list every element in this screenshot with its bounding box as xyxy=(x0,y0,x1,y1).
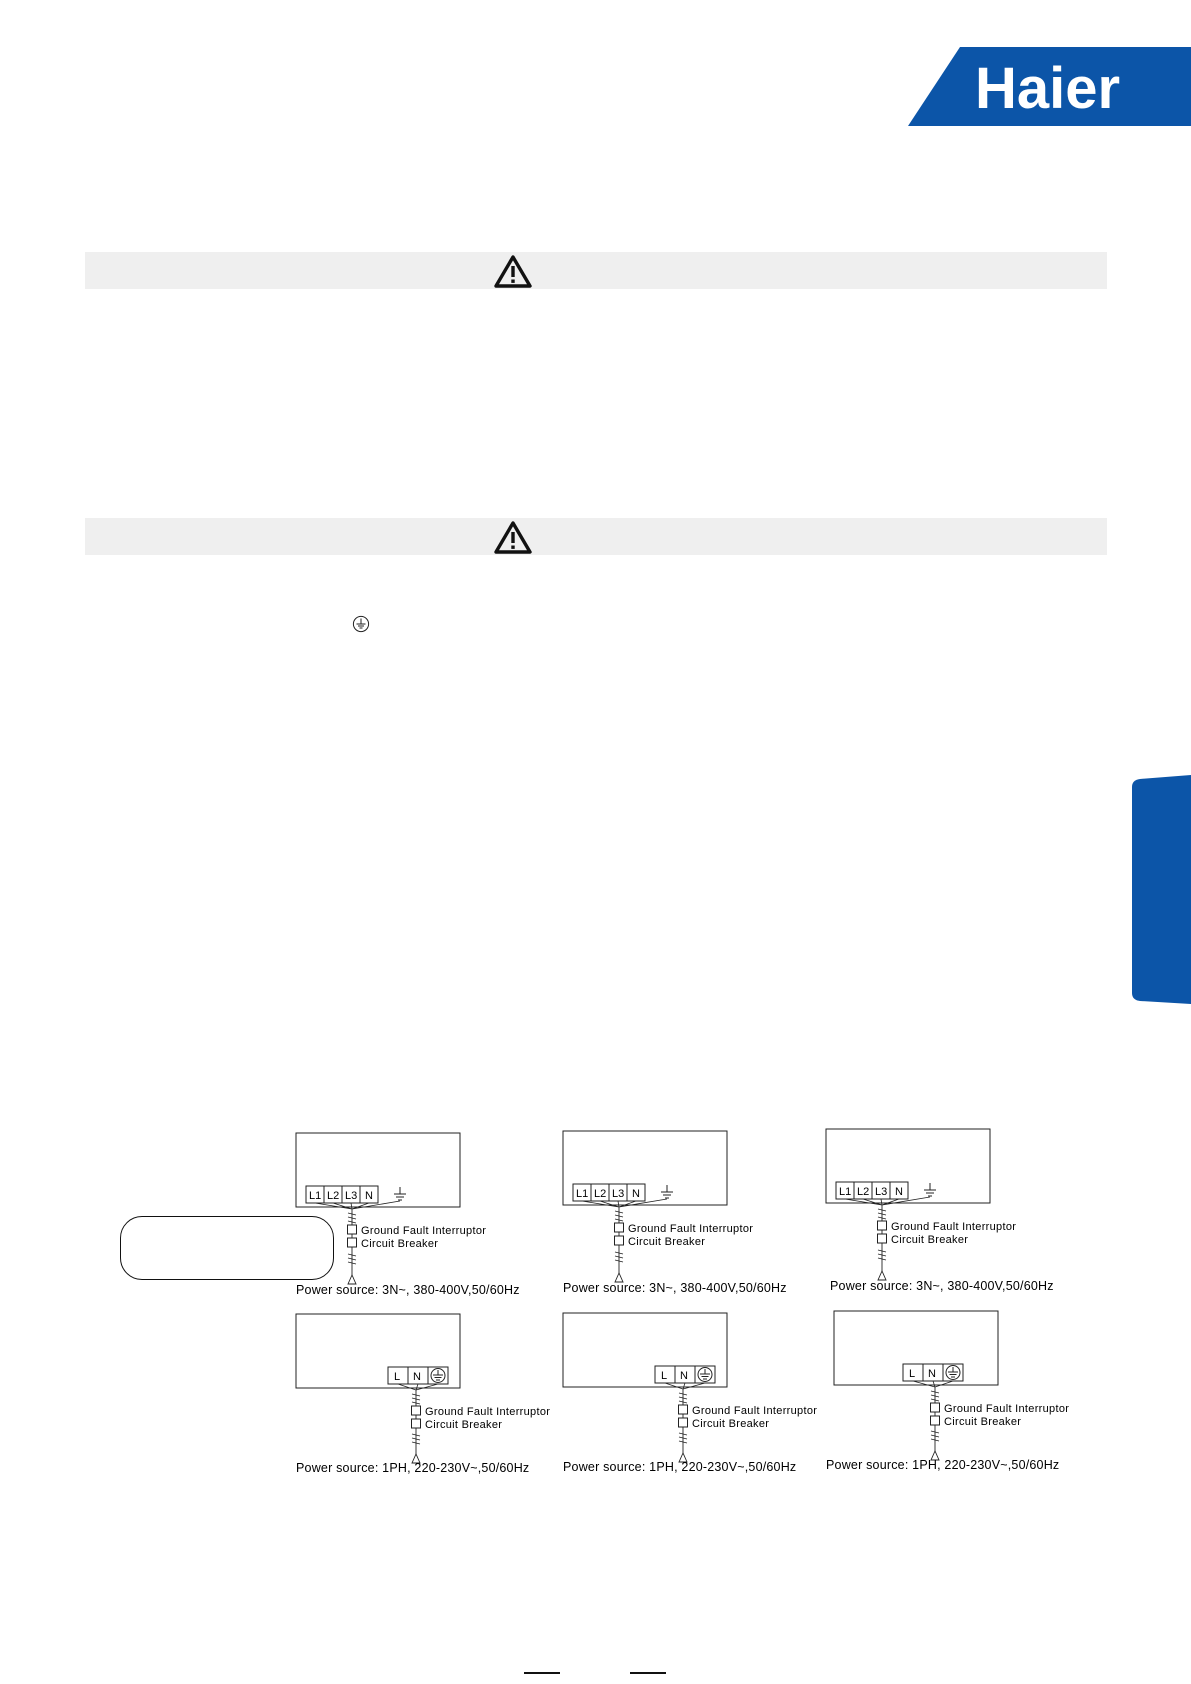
terminal-label: L1 xyxy=(576,1188,588,1200)
footer-rule-right xyxy=(630,1672,666,1674)
wiring-diagram-1phase-3: L N Ground Fault Interruptor Circuit Bre… xyxy=(826,1310,1091,1472)
fault-interruptor-label: Ground Fault Interruptor xyxy=(944,1403,1069,1415)
earth-ground-icon xyxy=(352,615,370,633)
fault-interruptor-label: Ground Fault Interruptor xyxy=(628,1223,753,1235)
terminal-label: L2 xyxy=(327,1190,339,1202)
earth-ground-icon xyxy=(697,1367,713,1382)
terminal-label: L3 xyxy=(612,1188,624,1200)
circuit-breaker-label: Circuit Breaker xyxy=(361,1238,438,1250)
terminal-label: L xyxy=(909,1368,915,1380)
terminal-label: L2 xyxy=(857,1186,869,1198)
fault-interruptor-label: Ground Fault Interruptor xyxy=(425,1406,550,1418)
wiring-diagram-3phase-1: L1 L2 L3 N Ground Fault Interruptor Circ… xyxy=(295,1132,556,1298)
power-source-caption: Power source: 1PH, 220-230V~,50/60Hz xyxy=(563,1460,796,1474)
power-source-caption: Power source: 1PH, 220-230V~,50/60Hz xyxy=(826,1458,1059,1472)
terminal-block: L N xyxy=(654,1365,716,1384)
wiring-diagram-1phase-1: L N Ground Fault Interruptor Circuit Bre… xyxy=(295,1313,564,1475)
earth-ground-icon xyxy=(924,1183,936,1197)
power-source-caption: Power source: 3N~, 380-400V,50/60Hz xyxy=(830,1279,1054,1293)
terminal-block: L N xyxy=(387,1366,449,1385)
earth-ground-icon xyxy=(661,1185,673,1199)
wiring-diagram-1phase-2: L N Ground Fault Interruptor Circuit Bre… xyxy=(562,1312,831,1474)
earth-ground-icon xyxy=(945,1365,961,1380)
callout-bubble xyxy=(120,1216,334,1280)
terminal-label: L1 xyxy=(839,1186,851,1198)
terminal-block: L1 L2 L3 N xyxy=(835,1181,909,1200)
warning-triangle-icon xyxy=(494,255,532,288)
circuit-breaker-label: Circuit Breaker xyxy=(692,1418,769,1430)
terminal-label: L3 xyxy=(875,1186,887,1198)
terminal-label: N xyxy=(895,1186,903,1198)
power-source-caption: Power source: 3N~, 380-400V,50/60Hz xyxy=(563,1281,787,1295)
circuit-breaker-label: Circuit Breaker xyxy=(944,1416,1021,1428)
wiring-diagram-3phase-3: L1 L2 L3 N Ground Fault Interruptor Circ… xyxy=(825,1128,1091,1294)
haier-logo: Haier xyxy=(908,47,1191,126)
terminal-label: N xyxy=(365,1190,373,1202)
power-source-caption: Power source: 3N~, 380-400V,50/60Hz xyxy=(296,1283,520,1297)
earth-ground-icon xyxy=(430,1368,446,1383)
terminal-label: L xyxy=(394,1371,400,1383)
brand-name: Haier xyxy=(975,56,1120,121)
terminal-label: N xyxy=(632,1188,640,1200)
circuit-breaker-label: Circuit Breaker xyxy=(891,1234,968,1246)
terminal-label: N xyxy=(680,1370,688,1382)
terminal-label: L2 xyxy=(594,1188,606,1200)
earth-ground-icon xyxy=(394,1187,406,1201)
circuit-breaker-label: Circuit Breaker xyxy=(628,1236,705,1248)
terminal-block: L N xyxy=(902,1363,964,1382)
fault-interruptor-label: Ground Fault Interruptor xyxy=(361,1225,486,1237)
terminal-label: N xyxy=(928,1368,936,1380)
fault-interruptor-label: Ground Fault Interruptor xyxy=(692,1405,817,1417)
footer-rule-left xyxy=(524,1672,560,1674)
power-source-caption: Power source: 1PH, 220-230V~,50/60Hz xyxy=(296,1461,529,1475)
terminal-block: L1 L2 L3 N xyxy=(305,1185,379,1204)
terminal-block: L1 L2 L3 N xyxy=(572,1183,646,1202)
wiring-diagram-3phase-2: L1 L2 L3 N Ground Fault Interruptor Circ… xyxy=(562,1130,823,1296)
warning-bar-1 xyxy=(85,252,1107,289)
circuit-breaker-label: Circuit Breaker xyxy=(425,1419,502,1431)
terminal-label: L1 xyxy=(309,1190,321,1202)
warning-bar-2 xyxy=(85,518,1107,555)
terminal-label: L xyxy=(661,1370,667,1382)
fault-interruptor-label: Ground Fault Interruptor xyxy=(891,1221,1016,1233)
terminal-label: N xyxy=(413,1371,421,1383)
section-side-tab xyxy=(1132,775,1191,1004)
warning-triangle-icon xyxy=(494,521,532,554)
terminal-label: L3 xyxy=(345,1190,357,1202)
